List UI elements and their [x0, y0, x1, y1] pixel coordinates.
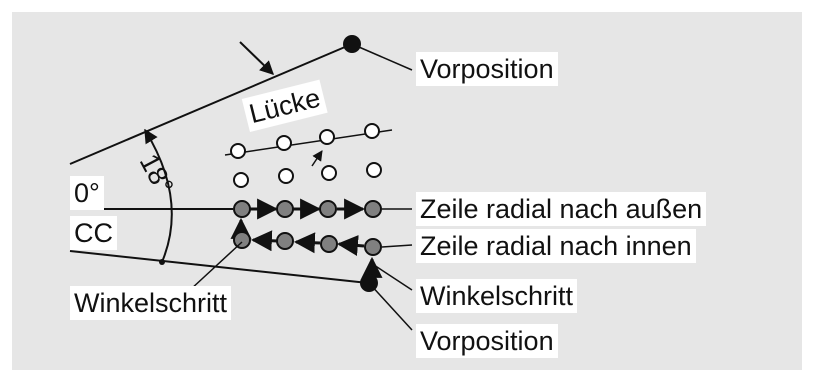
empty-hole [319, 129, 335, 145]
gap-line [224, 129, 393, 156]
label-vorposition-bottom: Vorposition [416, 324, 558, 358]
empty-hole [321, 165, 337, 181]
label-vorposition-top: Vorposition [416, 52, 558, 86]
label-zeile-aussen: Zeile radial nach außen [416, 192, 707, 226]
empty-hole [276, 135, 292, 151]
empty-hole [366, 162, 382, 178]
leader-winkelschritt-left [189, 241, 243, 291]
path-arrow [293, 232, 321, 254]
leader-vorposition-top [351, 43, 413, 71]
drilled-hole [319, 200, 337, 218]
drilled-hole [276, 232, 294, 250]
label-cc: CC [70, 216, 117, 250]
empty-hole [278, 168, 294, 184]
leader-winkelschritt-right [373, 264, 413, 291]
label-zeile-innen: Zeile radial nach innen [416, 229, 696, 263]
arc-end-dot [159, 259, 165, 265]
path-arrow [250, 230, 279, 252]
inward-row-path [250, 230, 413, 256]
pre-position-top-point [343, 35, 361, 53]
drilled-hole [364, 200, 382, 218]
label-winkelschritt-right: Winkelschritt [416, 279, 578, 313]
drilled-hole [364, 238, 382, 256]
rotation-arrow [239, 41, 275, 75]
label-zero-degree: 0° [70, 176, 104, 210]
path-arrow [336, 235, 365, 256]
drilled-holes [233, 200, 382, 256]
label-winkelschritt-left: Winkelschritt [70, 286, 232, 320]
empty-hole [364, 123, 380, 139]
angle-arc [144, 128, 173, 263]
drilled-hole [276, 200, 294, 218]
lower-boundary-line [69, 250, 369, 284]
empty-hole [230, 143, 246, 159]
gap-arrow [311, 150, 323, 167]
upper-boundary-line [69, 43, 353, 165]
drilled-hole [320, 235, 338, 253]
gap-holes [230, 123, 382, 188]
drilled-hole [233, 231, 251, 249]
leader-zeile-innen [381, 244, 413, 248]
drilled-hole [233, 200, 251, 218]
empty-hole [233, 172, 249, 188]
leader-vorposition-bottom [368, 282, 413, 331]
